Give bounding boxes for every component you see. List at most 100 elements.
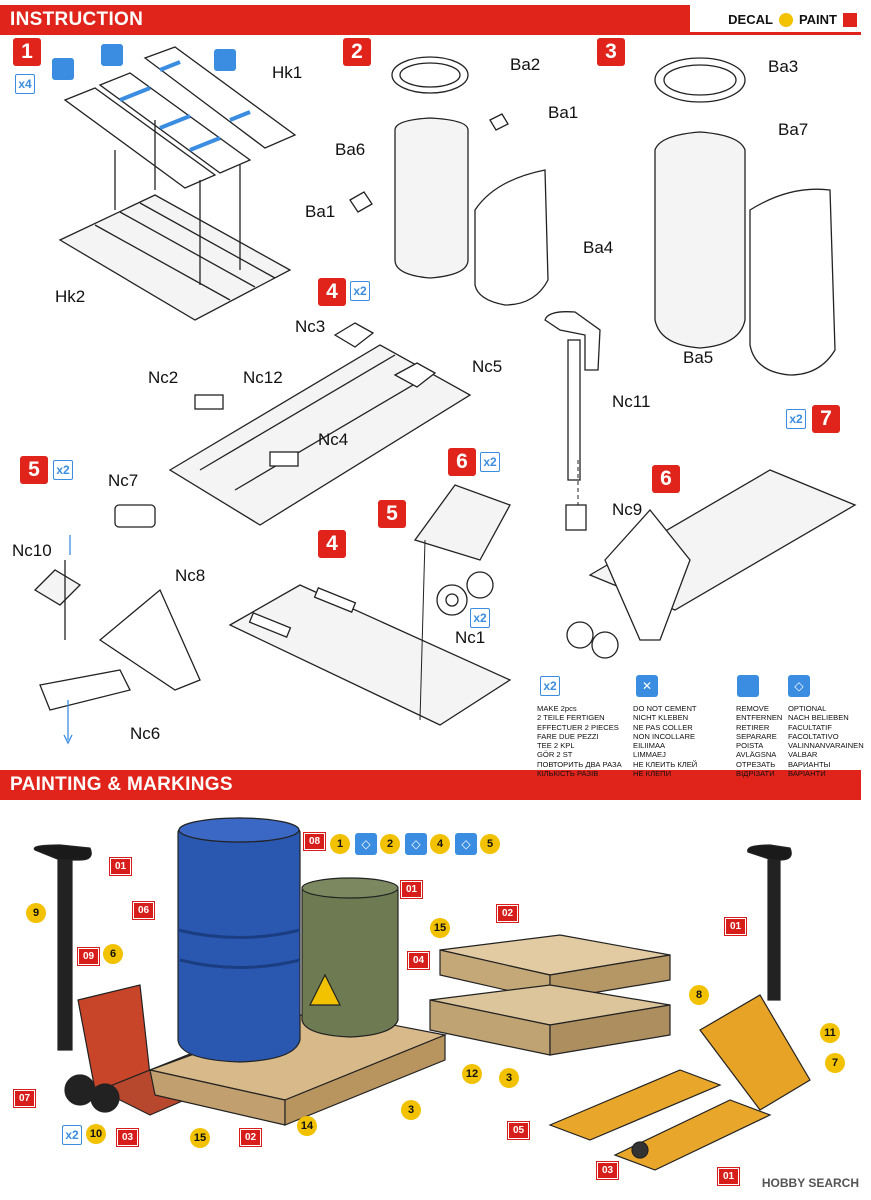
- part-nc8: Nc8: [175, 566, 206, 585]
- part-ba4: Ba4: [583, 238, 614, 257]
- part-nc7: Nc7: [108, 471, 139, 490]
- paint-tag: 06: [133, 902, 155, 919]
- paint-tag: 01: [725, 918, 747, 935]
- right-truck-body: [699, 994, 811, 1111]
- step-1: 1: [13, 38, 41, 66]
- decal-marker: 6: [103, 944, 123, 964]
- part-ba2: Ba2: [510, 55, 541, 74]
- pump-nc10: [33, 569, 82, 606]
- barrel-back-ba6: [394, 117, 469, 279]
- nc1-multiplier: x2: [470, 608, 490, 628]
- decal-marker: 3: [401, 1100, 421, 1120]
- paint-tag: 05: [508, 1122, 530, 1139]
- blue-barrel: [177, 817, 301, 1063]
- decal-dot-icon: [778, 12, 793, 27]
- decal-marker: 5: [480, 834, 500, 854]
- note-cement: DO NOT CEMENT NICHT KLEBEN NE PAS COLLER…: [633, 704, 698, 779]
- no-cement-icon: ✕: [636, 675, 658, 697]
- note-optional: OPTIONAL NACH BELIEBEN FACULTATIF FACOLT…: [788, 704, 864, 779]
- paint-tag: 09: [78, 948, 100, 965]
- step-4: 4: [318, 278, 346, 306]
- legend-decal-label: DECAL: [728, 12, 773, 27]
- barrel-back-ba7: [654, 131, 746, 349]
- part-nc11: Nc11: [612, 392, 651, 411]
- green-barrel: [301, 879, 399, 1038]
- fork-frame-nc12: [168, 344, 472, 526]
- frame-nc8: [98, 588, 201, 691]
- step-7-multiplier: x2: [786, 409, 806, 429]
- legend-paint-label: PAINT: [798, 12, 837, 27]
- paint-tag: 02: [497, 905, 519, 922]
- remove-icon: [52, 58, 74, 80]
- decal-marker: 12: [462, 1064, 482, 1084]
- step-5: 5: [20, 456, 48, 484]
- painting-title: PAINTING & MARKINGS: [10, 774, 233, 795]
- left-truck-handle: [33, 844, 92, 861]
- paint-tag: 01: [110, 858, 132, 875]
- optional-icon: ◇: [788, 675, 810, 697]
- paint-tag: 01: [401, 881, 423, 898]
- decal-marker: 15: [430, 918, 450, 938]
- painting-header: PAINTING & MARKINGS: [0, 770, 861, 800]
- paint-tag: 03: [117, 1129, 139, 1146]
- forks-assembly-4: [228, 584, 512, 726]
- bottom-multiplier: x2: [62, 1125, 82, 1145]
- part-nc3: Nc3: [295, 317, 326, 336]
- part-nc4: Nc4: [318, 430, 349, 449]
- barrel-handle-ba1b: [349, 191, 373, 213]
- paint-tag: 01: [718, 1168, 740, 1185]
- step-6: 6: [448, 448, 476, 476]
- decal-marker: 4: [430, 834, 450, 854]
- step-1-multiplier: x4: [15, 74, 35, 94]
- make-multiplier-icon: x2: [540, 676, 560, 696]
- barrel-front-ba4: [474, 169, 549, 306]
- step-2: 2: [343, 38, 371, 66]
- instruction-header: INSTRUCTION: [0, 5, 690, 35]
- base-nc6: [39, 669, 131, 711]
- part-hk2: Hk2: [55, 287, 86, 306]
- fork-part-nc4: [269, 451, 299, 467]
- part-nc5: Nc5: [472, 357, 503, 376]
- optional-icon: ◇: [355, 833, 377, 855]
- step-4-multiplier: x2: [350, 281, 370, 301]
- decal-marker: 1: [330, 834, 350, 854]
- paint-square-icon: [843, 12, 857, 27]
- header-rule: [690, 32, 861, 35]
- part-ba1b: Ba1: [305, 202, 336, 221]
- color-legend: DECAL PAINT: [724, 10, 861, 29]
- part-nc12: Nc12: [243, 368, 283, 387]
- part-ba7: Ba7: [778, 120, 809, 139]
- note-remove: REMOVE ENTFERNEN RETIRER SEPARARE POISTA…: [736, 704, 783, 779]
- part-nc1: Nc1: [455, 628, 486, 647]
- pallet-slat-1: [63, 87, 217, 189]
- remove-icon: [737, 675, 759, 697]
- optional-icon: ◇: [455, 833, 477, 855]
- lift-body: [413, 484, 511, 561]
- part-nc10: Nc10: [12, 541, 52, 560]
- remove-icon: [101, 44, 123, 66]
- subassembly-4: 4: [318, 530, 346, 558]
- part-nc6: Nc6: [130, 724, 161, 743]
- part-ba5: Ba5: [683, 348, 714, 367]
- part-ba6: Ba6: [335, 140, 366, 159]
- part-hk1: Hk1: [272, 63, 303, 82]
- step-7: 7: [812, 405, 840, 433]
- pallet-slat-3: [143, 46, 297, 149]
- handle-nc11: [567, 339, 581, 481]
- paint-tag: 04: [408, 952, 430, 969]
- step-6-multiplier: x2: [480, 452, 500, 472]
- fork-part-nc3: [333, 322, 375, 348]
- part-ba3: Ba3: [768, 57, 799, 76]
- decal-marker: 10: [86, 1124, 106, 1144]
- subassembly-6: 6: [652, 465, 680, 493]
- handle-cap-nc7: [114, 504, 156, 528]
- handle-nc9: [565, 504, 587, 531]
- barrel-handle-ba1: [489, 113, 509, 131]
- paint-tag: 03: [597, 1162, 619, 1179]
- paint-tag: 07: [14, 1090, 36, 1107]
- pallet-base-hk2: [58, 194, 292, 321]
- barrel-front-ba5: [749, 188, 836, 376]
- fork-part-nc5: [393, 362, 437, 388]
- right-truck-handle: [747, 844, 792, 861]
